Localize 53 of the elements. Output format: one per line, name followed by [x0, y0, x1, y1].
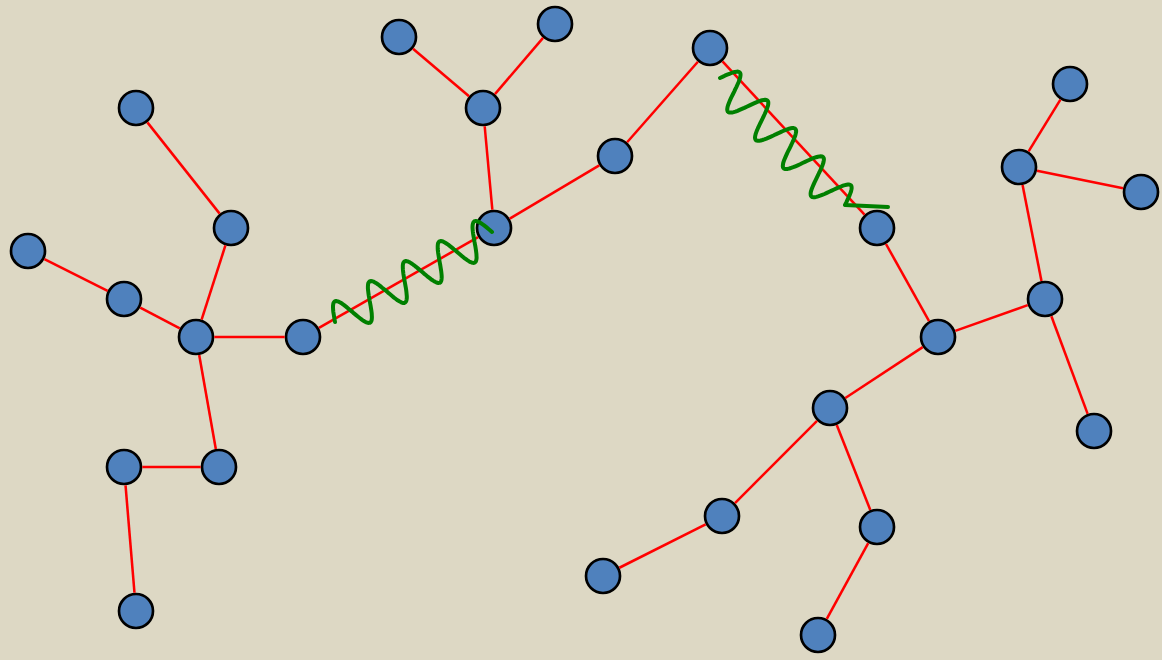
- connector-line: [835, 424, 872, 511]
- node-circle: [919, 318, 957, 356]
- connector-line: [1027, 98, 1062, 153]
- connector-line: [493, 37, 545, 95]
- node-circle: [1026, 280, 1064, 318]
- node-circle: [691, 29, 729, 67]
- node-circle: [858, 209, 896, 247]
- node-circle: [1051, 65, 1089, 103]
- node-circle: [284, 318, 322, 356]
- node-circle: [475, 209, 513, 247]
- connector-line: [200, 245, 227, 320]
- node-circle: [212, 209, 250, 247]
- connector-line: [721, 60, 866, 216]
- node-circle: [9, 232, 47, 270]
- node-circle: [464, 89, 502, 127]
- node-circle: [811, 389, 849, 427]
- node-circle: [380, 18, 418, 56]
- connector-line: [214, 335, 285, 339]
- node-circle: [596, 137, 634, 175]
- node-circle: [105, 448, 143, 486]
- node-circle: [1122, 173, 1160, 211]
- connector-line: [509, 164, 600, 220]
- node-circle: [105, 280, 143, 318]
- node-circle: [177, 318, 215, 356]
- connector-line: [1021, 184, 1043, 282]
- connector-line: [197, 354, 218, 450]
- connector-line: [734, 420, 818, 504]
- node-circle: [1075, 412, 1113, 450]
- node-circle: [536, 5, 574, 43]
- connector-line: [1036, 169, 1124, 190]
- connector-line: [626, 60, 699, 144]
- node-circle: [200, 448, 238, 486]
- connector-line: [43, 258, 109, 292]
- connector-line: [483, 126, 494, 210]
- connector-line: [954, 303, 1029, 333]
- node-circle: [117, 592, 155, 630]
- connector-line: [884, 243, 931, 322]
- connector-line: [139, 306, 181, 330]
- node-circle: [1000, 148, 1038, 186]
- connector-line: [412, 47, 470, 98]
- connector-line: [142, 465, 201, 469]
- node-circle: [858, 508, 896, 546]
- connector-line: [146, 121, 221, 215]
- node-circle: [584, 557, 622, 595]
- node-circle: [703, 497, 741, 535]
- connector-line: [318, 236, 479, 329]
- connector-line: [124, 485, 136, 593]
- node-circle: [117, 89, 155, 127]
- node-circle: [799, 616, 837, 654]
- connector-line: [618, 523, 707, 569]
- connector-line: [1050, 315, 1089, 415]
- connector-line: [844, 346, 924, 399]
- connector-line: [825, 542, 870, 620]
